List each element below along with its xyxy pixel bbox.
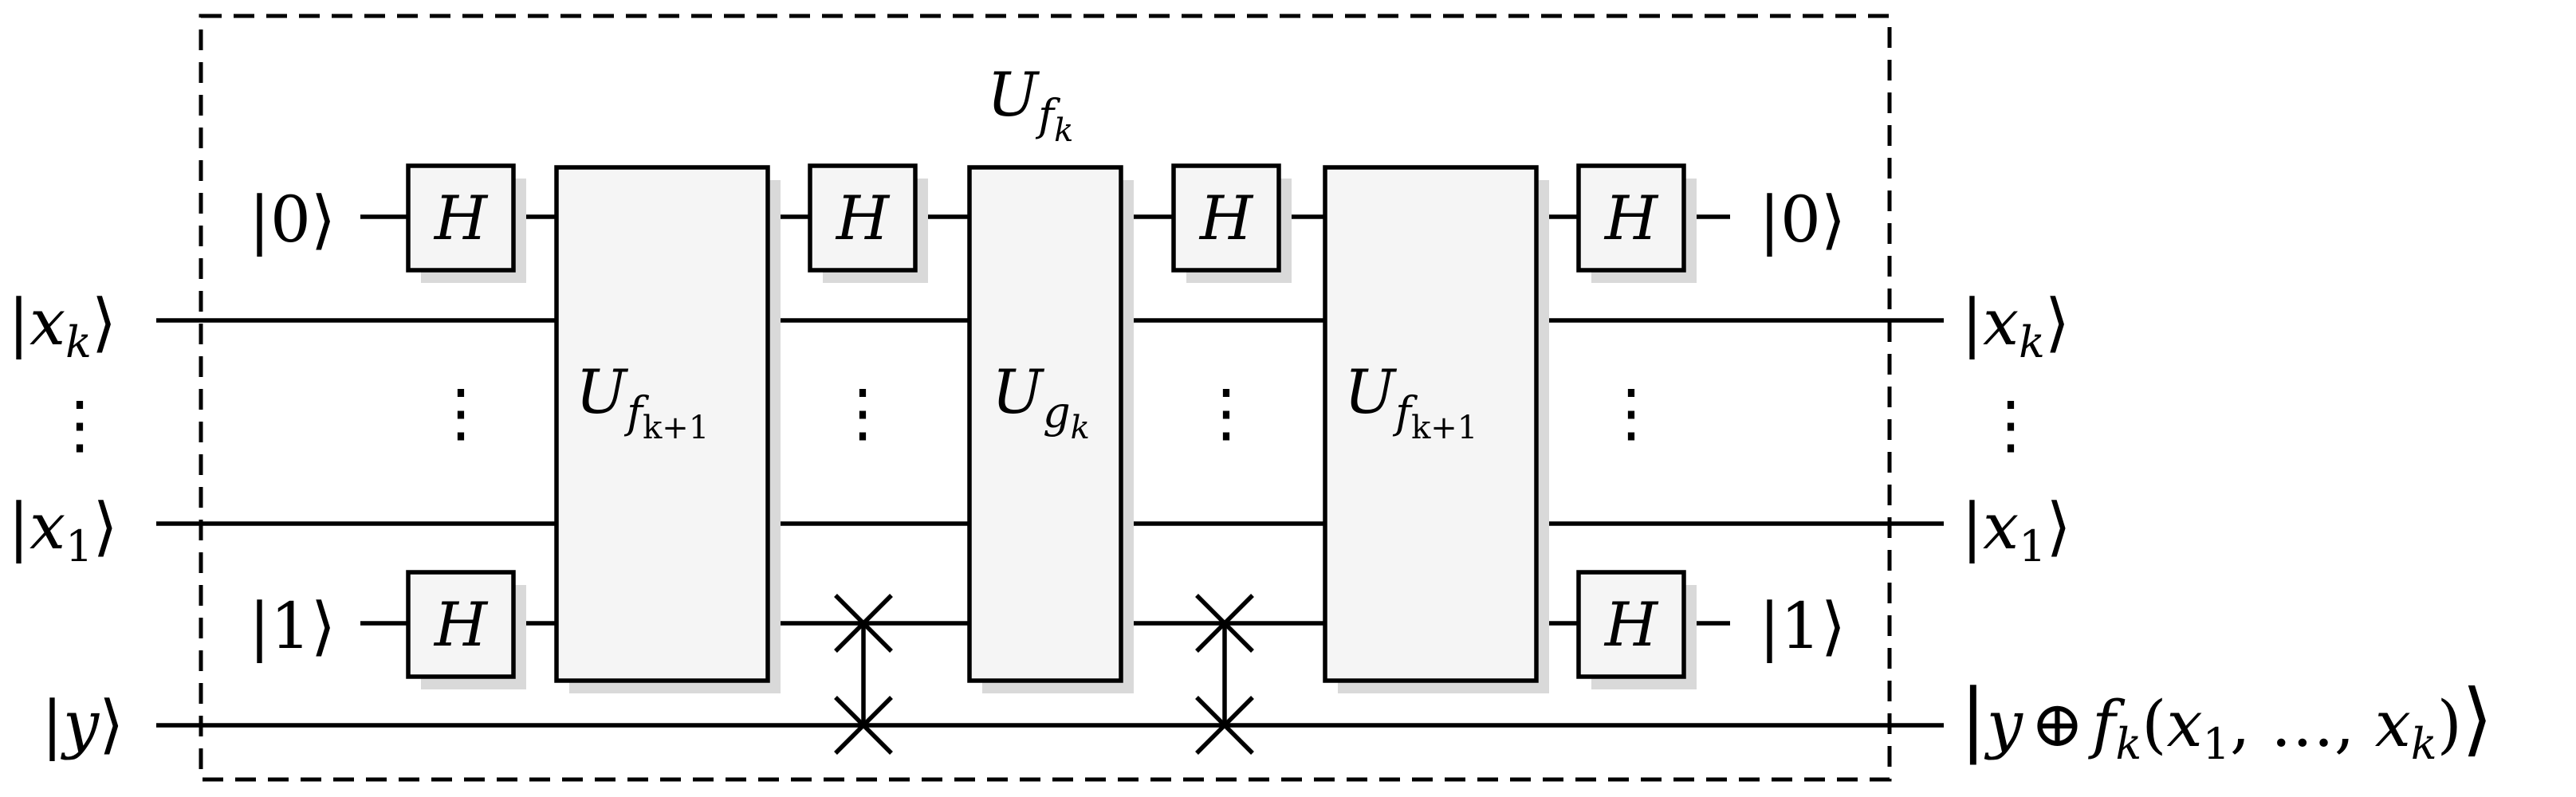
svg-text:H: H <box>433 183 489 253</box>
vertical-ellipses: ⋮ ⋮ ⋮ ⋮ <box>429 375 1663 450</box>
input-y: |y⟩ <box>41 687 124 761</box>
hadamard-gate-bottom-2: H <box>1576 570 1697 689</box>
output-x1: |x1⟩ <box>1961 489 2071 571</box>
dashed-group-box <box>199 14 1892 782</box>
unitary-gates: Ufk+1 Ugk Ufk+1 <box>554 165 1549 693</box>
group-label: Ufk <box>987 59 1073 149</box>
output-y-result: |y⊕fk(x1, …, xk)⟩ <box>1960 672 2493 769</box>
unitary-gate-2: Ugk <box>967 165 1134 693</box>
svg-text:H: H <box>1603 183 1659 253</box>
svg-text:Ufk+1: Ufk+1 <box>1344 356 1477 446</box>
svg-text:Ufk+1: Ufk+1 <box>576 356 709 446</box>
input-labels: |xk⟩ ⋮ |x1⟩ |y⟩ <box>8 285 124 761</box>
svg-text:Ugk: Ugk <box>992 356 1090 446</box>
hadamard-gate-top-1: H <box>406 163 526 283</box>
hadamard-gate-top-3: H <box>1171 163 1292 283</box>
swap-1-x-top-b <box>834 594 893 653</box>
output-labels: |xk⟩ ⋮ |x1⟩ |y⊕fk(x1, …, xk)⟩ <box>1960 285 2493 769</box>
ancilla-top-out: |0⟩ <box>1759 183 1846 257</box>
svg-text:H: H <box>1198 183 1254 253</box>
swap-gates <box>834 594 1254 755</box>
dots-mid-2: ⋮ <box>1194 375 1258 450</box>
hadamard-gates: H H H H H H <box>406 163 1697 689</box>
input-dots: ⋮ <box>48 387 112 461</box>
ancilla-top-in: |0⟩ <box>249 183 336 257</box>
input-xk: |xk⟩ <box>8 285 116 367</box>
ancilla-labels: |0⟩ |1⟩ |0⟩ |1⟩ <box>249 183 1846 663</box>
hadamard-gate-top-4: H <box>1576 163 1697 283</box>
svg-text:H: H <box>1603 589 1659 660</box>
unitary-gate-1: Ufk+1 <box>554 165 781 693</box>
swap-2-x-bot-b <box>1195 696 1254 755</box>
svg-text:H: H <box>835 183 891 253</box>
swap-2-x-top-b <box>1195 594 1254 653</box>
dots-mid-1: ⋮ <box>831 375 895 450</box>
output-xk: |xk⟩ <box>1961 285 2070 367</box>
dots-right: ⋮ <box>1599 375 1663 450</box>
dots-left: ⋮ <box>429 375 493 450</box>
ancilla-bottom-in: |1⟩ <box>249 589 336 663</box>
unitary-gate-3: Ufk+1 <box>1323 165 1549 693</box>
svg-text:H: H <box>433 589 489 660</box>
hadamard-gate-top-2: H <box>808 163 928 283</box>
hadamard-gate-bottom-1: H <box>406 570 526 689</box>
ancilla-bottom-out: |1⟩ <box>1759 589 1846 663</box>
output-dots: ⋮ <box>1979 387 2043 461</box>
swap-1-x-bot-b <box>834 696 893 755</box>
input-x1: |x1⟩ <box>8 489 118 571</box>
